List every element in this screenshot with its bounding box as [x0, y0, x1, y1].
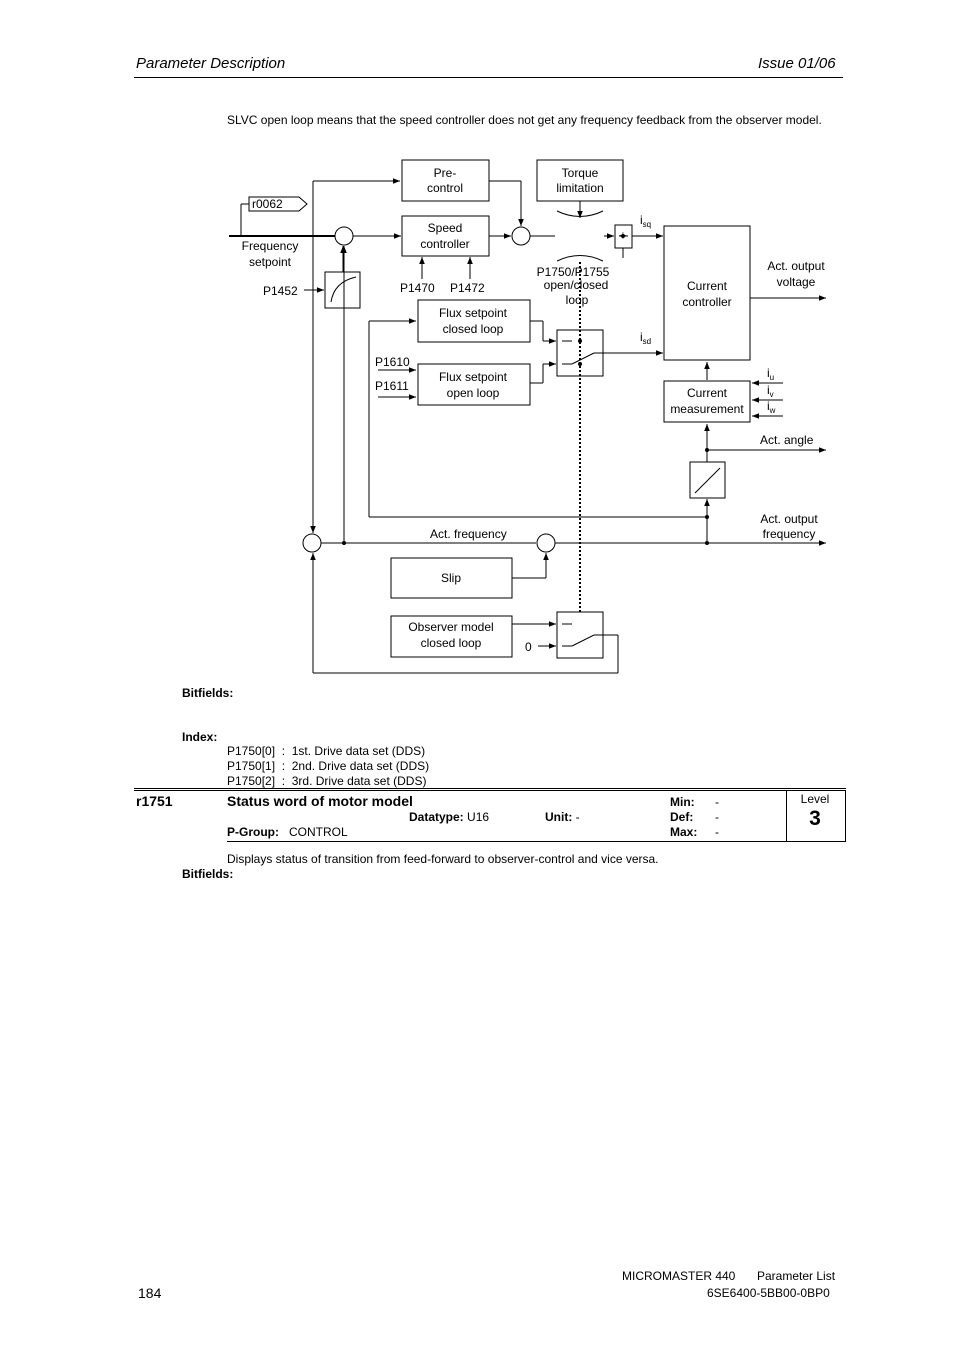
level-box	[786, 791, 846, 842]
act-out-freq-label-2: frequency	[763, 527, 816, 541]
def-value: -	[715, 810, 719, 824]
footer-order: 6SE6400-5BB00-0BP0	[707, 1286, 830, 1300]
isq-label: isq	[640, 213, 651, 229]
header-rule	[134, 77, 843, 78]
p1750-label-2: open/closed	[544, 278, 609, 292]
page-number: 184	[138, 1285, 162, 1301]
act-out-freq-label-1: Act. output	[760, 512, 818, 526]
zero-label: 0	[525, 640, 532, 654]
torque-label-1: Torque	[562, 166, 599, 180]
flux-closed-label-1: Flux setpoint	[439, 306, 508, 320]
flux-open-label-2: open loop	[447, 386, 500, 400]
p1611-label: P1611	[375, 379, 409, 393]
sum-junction-4	[536, 533, 556, 553]
iu-label: iu	[767, 366, 774, 382]
max-label: Max:	[670, 825, 698, 839]
sum-junction-3	[302, 533, 322, 553]
footer-doc: Parameter List	[757, 1269, 836, 1283]
act-frequency-label: Act. frequency	[430, 527, 507, 541]
observer-label-1: Observer model	[408, 620, 493, 634]
pgroup-field: P-Group: CONTROL	[227, 825, 348, 839]
act-voltage-label-1: Act. output	[767, 259, 825, 273]
unit-field: Unit: -	[545, 810, 580, 824]
min-label: Min:	[670, 795, 695, 809]
flux-open-label-1: Flux setpoint	[439, 370, 508, 384]
header-title: Parameter Description	[136, 55, 286, 72]
iv-label: iv	[767, 383, 774, 399]
speed-label-2: controller	[420, 237, 469, 251]
r0062-label: r0062	[252, 197, 283, 211]
p1452-label: P1452	[263, 284, 298, 298]
freq-setpoint-label-2: setpoint	[249, 255, 292, 269]
def-label: Def:	[670, 810, 694, 824]
slvc-block-diagram: ÷ Pre- control Torque limitation Speed c…	[229, 159, 826, 674]
sum-junction-1	[334, 226, 354, 246]
observer-label-2: closed loop	[421, 636, 482, 650]
intro-text: SLVC open loop means that the speed cont…	[227, 113, 822, 127]
torque-label-2: limitation	[556, 181, 603, 195]
flux-closed-label-2: closed loop	[443, 322, 504, 336]
min-value: -	[715, 795, 719, 809]
max-value: -	[715, 825, 719, 839]
freq-setpoint-label-1: Frequency	[242, 239, 299, 253]
current-meas-label-1: Current	[687, 386, 728, 400]
level-value: 3	[809, 807, 821, 830]
p1610-label: P1610	[375, 355, 410, 369]
header-issue: Issue 01/06	[758, 55, 836, 72]
param-rule-top-2	[134, 790, 846, 791]
index-row: P1750[1] : 2nd. Drive data set (DDS)	[227, 759, 430, 773]
flux-setpoint-open-block	[417, 363, 531, 406]
current-measurement-block	[663, 380, 751, 423]
param-description: Displays status of transition from feed-…	[227, 852, 659, 866]
param-rule-bottom	[227, 841, 787, 842]
act-angle-label: Act. angle	[760, 433, 814, 447]
param-id: r1751	[136, 793, 173, 809]
index-label: Index:	[182, 730, 218, 744]
sum-junction-2	[511, 226, 531, 246]
param-bitfields-label: Bitfields:	[182, 867, 234, 881]
current-ctrl-label-2: controller	[682, 295, 731, 309]
level-label: Level	[800, 792, 830, 806]
current-ctrl-label-1: Current	[687, 279, 728, 293]
p1750-label-3: loop	[566, 293, 589, 307]
bitfields-label: Bitfields:	[182, 686, 234, 700]
r0062-tag	[248, 196, 308, 212]
precontrol-label-2: control	[427, 181, 463, 195]
footer-product: MICROMASTER 440	[622, 1269, 736, 1283]
datatype-field: Datatype: U16	[409, 810, 490, 824]
slip-label: Slip	[441, 571, 461, 585]
param-rule-top	[134, 788, 846, 789]
act-voltage-label-2: voltage	[777, 275, 816, 289]
isd-label: isd	[640, 330, 651, 346]
observer-model-block	[390, 615, 513, 658]
current-meas-label-2: measurement	[670, 402, 744, 416]
param-title: Status word of motor model	[227, 793, 413, 809]
index-list: P1750[0] : 1st. Drive data set (DDS) P17…	[227, 744, 429, 789]
index-row: P1750[2] : 3rd. Drive data set (DDS)	[227, 774, 427, 788]
p1750-label-1: P1750/P1755	[537, 265, 610, 279]
current-controller-block	[663, 225, 751, 361]
iw-label: iw	[767, 399, 776, 415]
index-row: P1750[0] : 1st. Drive data set (DDS)	[227, 744, 426, 758]
p1470-label: P1470	[400, 281, 435, 295]
precontrol-label-1: Pre-	[434, 166, 457, 180]
speed-label-1: Speed	[428, 221, 463, 235]
p1472-label: P1472	[450, 281, 485, 295]
